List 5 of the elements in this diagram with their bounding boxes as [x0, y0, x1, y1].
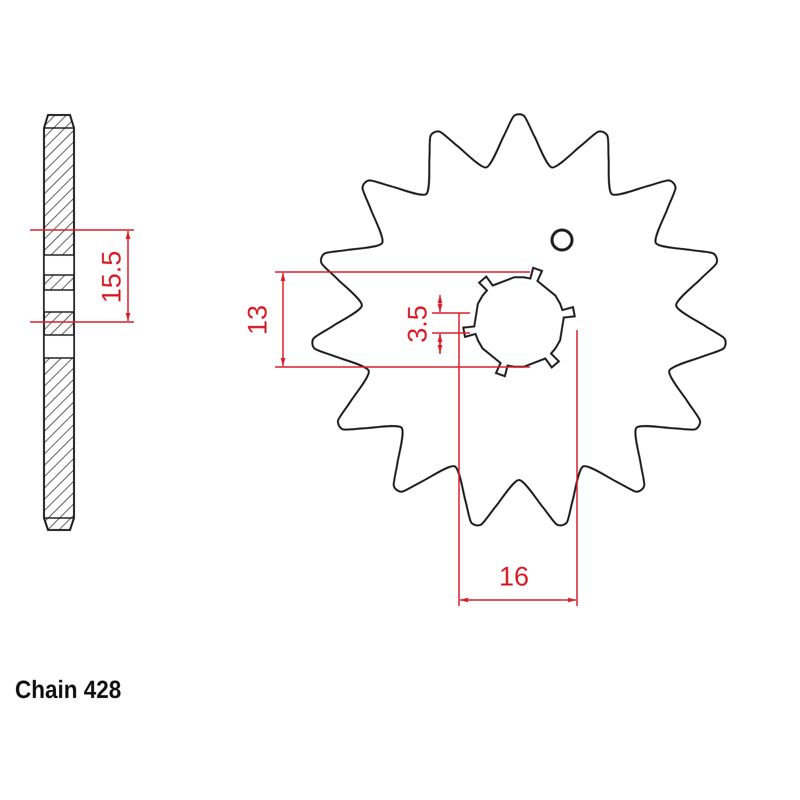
dimension-label: 16 — [498, 564, 530, 590]
chain-size-label: Chain 428 — [15, 678, 122, 703]
dimension-label: 13 — [244, 304, 272, 336]
dimension-label: 3.5 — [404, 305, 432, 343]
dimension-label: 15.5 — [98, 250, 126, 304]
